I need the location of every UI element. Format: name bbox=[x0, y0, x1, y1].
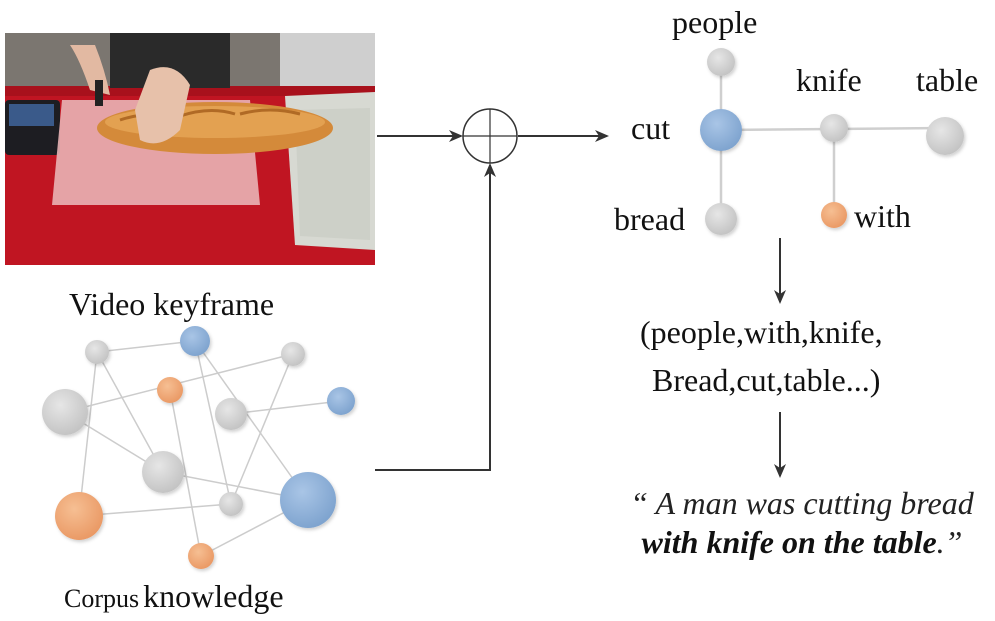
video-keyframe-label: Video keyframe bbox=[69, 286, 275, 322]
graph-label-knife: knife bbox=[796, 62, 862, 98]
corpus-node bbox=[180, 326, 210, 356]
arrow-corpus-to-combine bbox=[375, 163, 496, 471]
graph-node-knife bbox=[820, 114, 848, 142]
graph-node-people bbox=[707, 48, 735, 76]
corpus-label-prefix: Corpus bbox=[64, 584, 140, 613]
graph-label-with: with bbox=[854, 198, 911, 234]
corpus-node bbox=[215, 398, 247, 430]
corpus-node bbox=[280, 472, 336, 528]
graph-label-table: table bbox=[916, 62, 979, 98]
graph-node-cut bbox=[700, 109, 742, 151]
corpus-knowledge-label: Corpus knowledge bbox=[64, 580, 284, 612]
tuple-line-2: Bread,cut,table...) bbox=[652, 362, 881, 398]
corpus-node bbox=[85, 340, 109, 364]
graph-node-bread bbox=[705, 203, 737, 235]
graph-label-people: people bbox=[672, 4, 758, 40]
graph-label-cut: cut bbox=[631, 110, 671, 146]
corpus-label-suffix: knowledge bbox=[143, 578, 284, 614]
scene-graph-nodes bbox=[700, 48, 964, 235]
graph-label-bread: bread bbox=[614, 201, 686, 237]
corpus-node bbox=[188, 543, 214, 569]
corpus-nodes bbox=[42, 326, 355, 569]
flow-arrows bbox=[375, 130, 786, 478]
corpus-node bbox=[157, 377, 183, 403]
caption-close: .” bbox=[936, 524, 963, 561]
generated-caption: “ A man was cutting bread with knife on … bbox=[612, 484, 992, 562]
circled-plus-icon bbox=[462, 108, 518, 164]
corpus-node bbox=[281, 342, 305, 366]
graph-node-with bbox=[821, 202, 847, 228]
corpus-node bbox=[327, 387, 355, 415]
corpus-node bbox=[142, 451, 184, 493]
tuple-line-1: (people,with,knife, bbox=[640, 314, 883, 350]
video-keyframe-image bbox=[5, 33, 375, 265]
caption-bold-text: with knife on the table bbox=[641, 524, 937, 561]
corpus-node bbox=[55, 492, 103, 540]
corpus-node bbox=[42, 389, 88, 435]
graph-node-table bbox=[926, 117, 964, 155]
caption-open-quote: “ bbox=[630, 485, 649, 521]
corpus-node bbox=[219, 492, 243, 516]
caption-plain-text: A man was cutting bread bbox=[648, 485, 974, 521]
